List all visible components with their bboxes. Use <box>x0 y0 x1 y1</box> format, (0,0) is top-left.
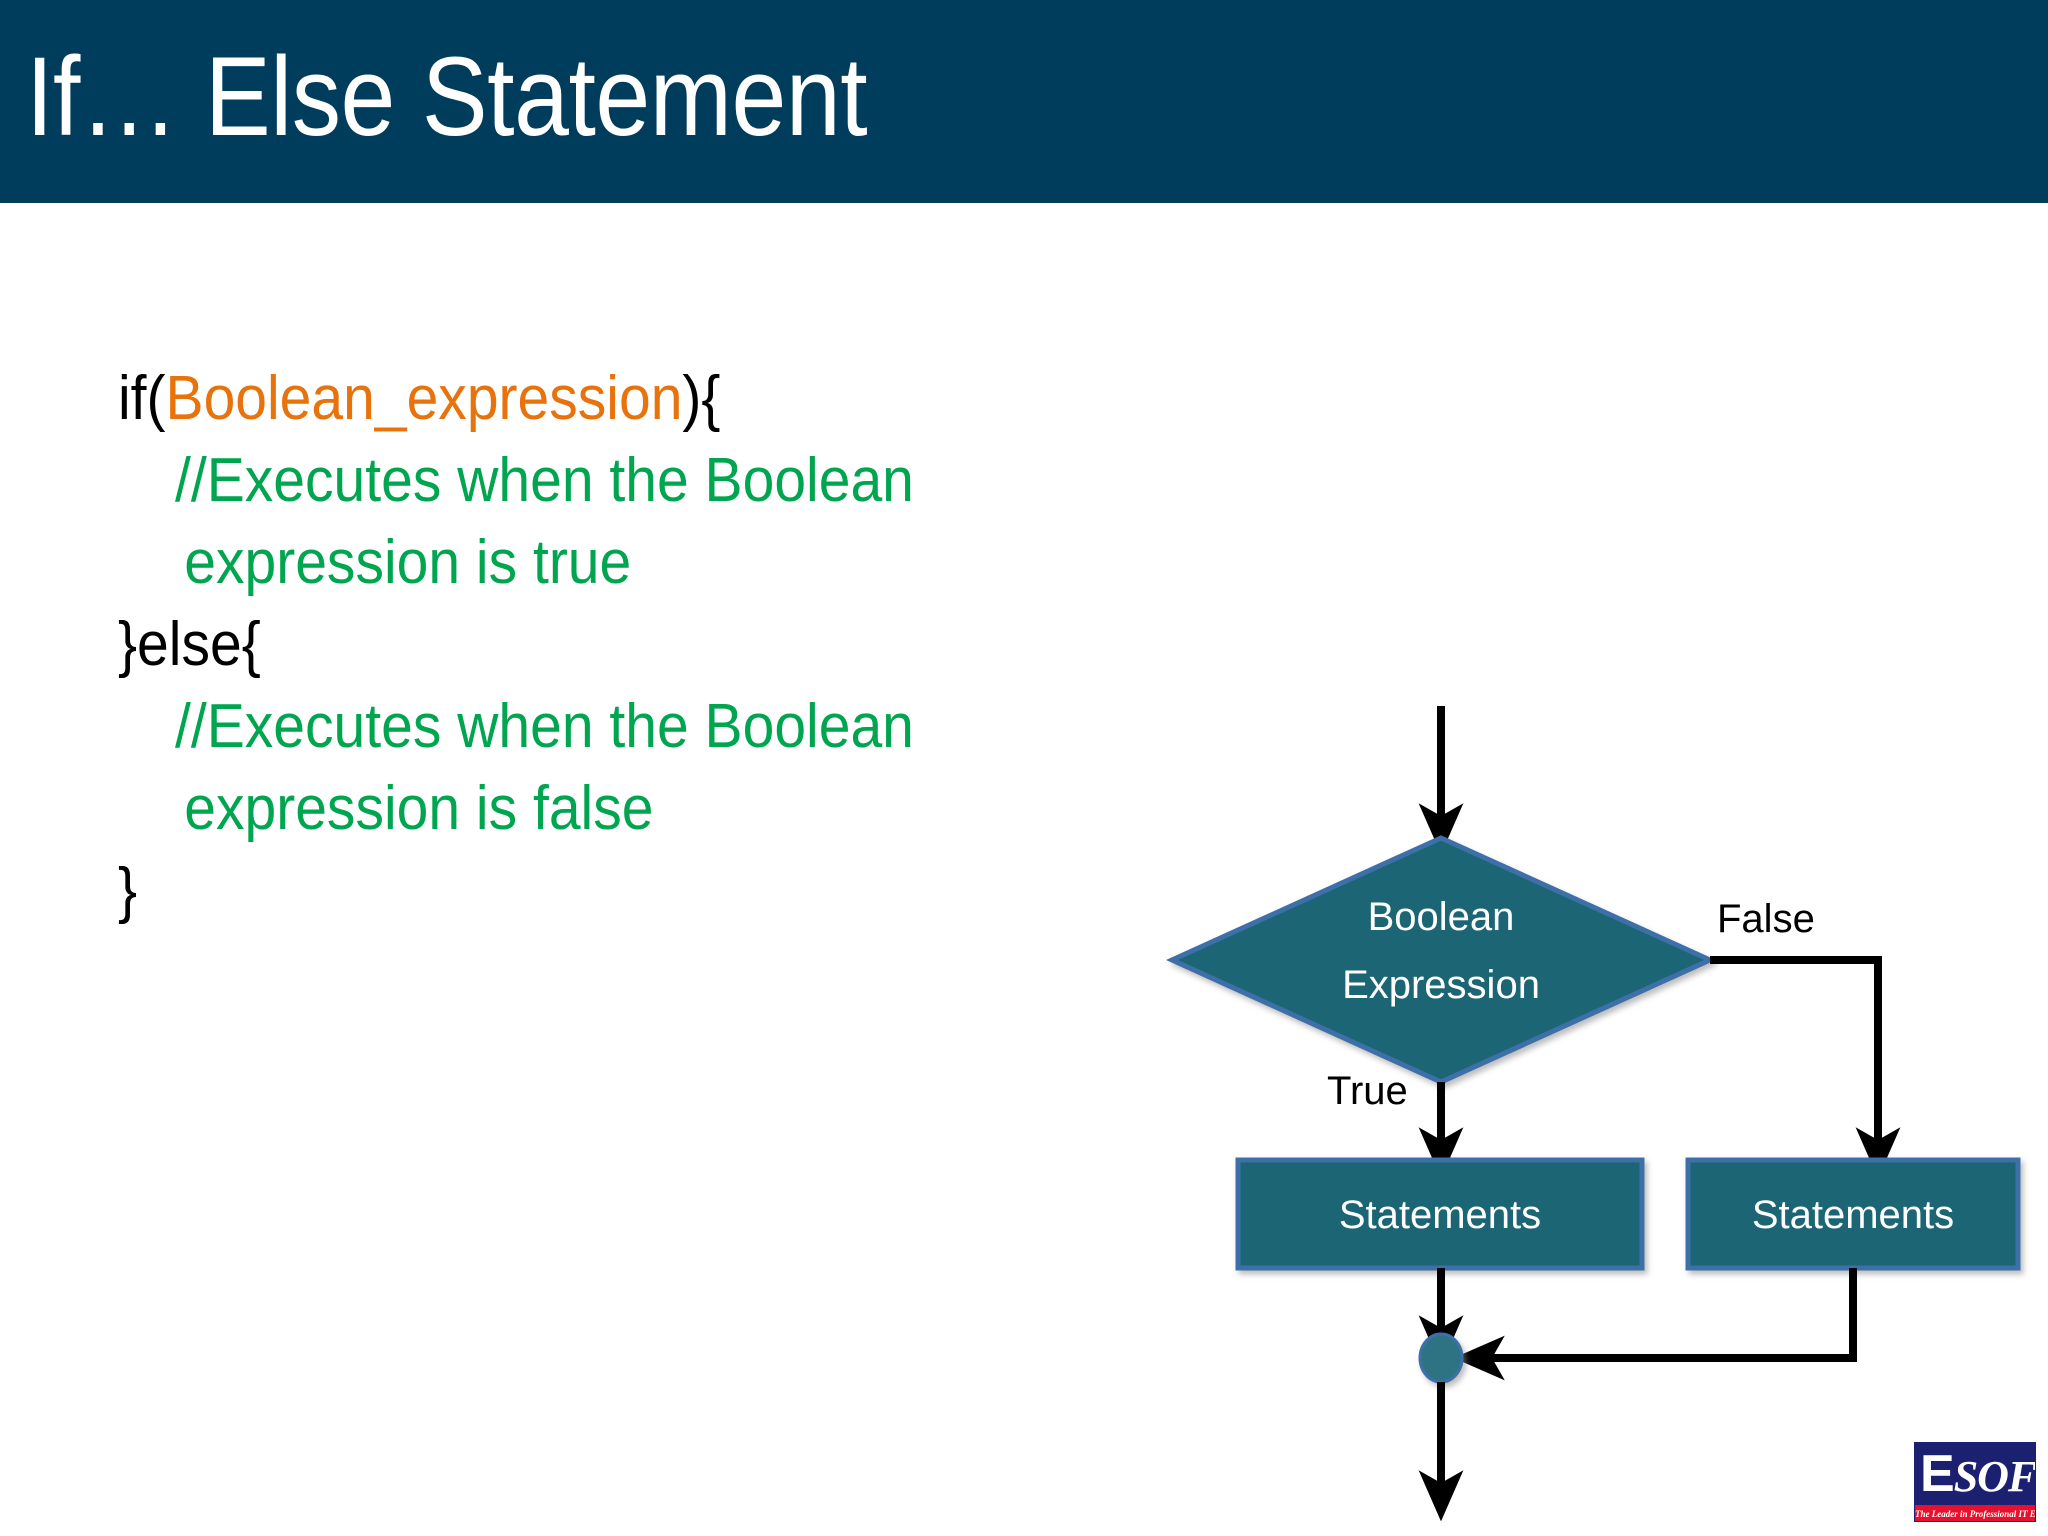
edge-label-true: True <box>1327 1069 1408 1113</box>
code-line-comment-false-2: expression is false <box>184 774 654 843</box>
flow-arrow-false-to-merge <box>1453 1268 1857 1381</box>
code-snippet: if(Boolean_expression){ //Executes when … <box>118 358 1238 932</box>
decision-label-line1: Boolean <box>1368 895 1515 939</box>
edge-label-false: False <box>1717 897 1815 941</box>
code-line-else: }else{ <box>118 610 261 679</box>
slide-header-bar: If… Else Statement <box>0 0 2048 203</box>
decision-label-line2: Expression <box>1342 963 1540 1007</box>
code-token-if-open: if( <box>118 364 166 433</box>
esoft-logo-tagline: The Leader in Professional IT Education <box>1915 1505 2035 1521</box>
code-line-comment-true-1: //Executes when the Boolean <box>175 446 914 515</box>
code-line-close-brace: } <box>118 856 138 925</box>
flow-arrow-false <box>1710 956 1901 1179</box>
code-line-comment-false-1: //Executes when the Boolean <box>175 692 914 761</box>
merge-node <box>1418 1332 1464 1384</box>
code-line-if: if(Boolean_expression){ <box>118 358 1148 440</box>
code-line-comment-true-2: expression is true <box>184 528 632 597</box>
code-token-if-close: ){ <box>682 364 721 433</box>
statements-box-false <box>1685 1157 2021 1271</box>
decision-diamond-boolean-expression <box>1165 835 1717 1085</box>
page-title: If… Else Statement <box>26 34 868 159</box>
code-token-boolean-expression: Boolean_expression <box>165 364 683 433</box>
statements-box-true-label: Statements <box>1339 1193 1541 1237</box>
statements-box-true <box>1235 1157 1645 1271</box>
esoft-logo-letter-e: E <box>1920 1445 1955 1503</box>
statements-box-false-label: Statements <box>1752 1193 1954 1237</box>
